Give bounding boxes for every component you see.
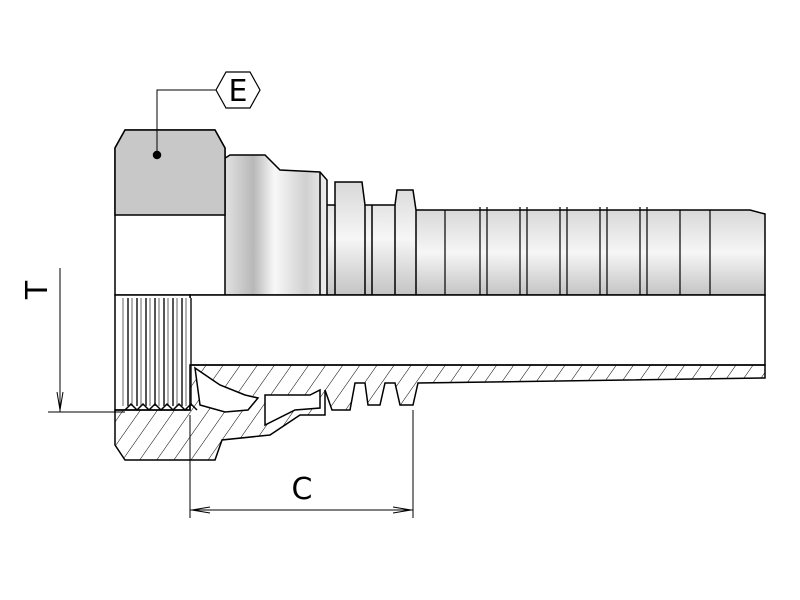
collars: [324, 181, 417, 296]
dimension-c: C: [189, 410, 414, 518]
internal-thread: [114, 294, 198, 412]
bore: [189, 294, 766, 366]
barbed-stem: [414, 207, 766, 296]
label-e: E: [229, 74, 248, 109]
hex-nut: [114, 129, 226, 296]
dimension-t: T: [20, 268, 125, 413]
hexagon-tag: [215, 71, 261, 109]
label-t: T: [20, 280, 55, 300]
label-e-callout: E: [156, 71, 261, 155]
section-hatch: [114, 364, 766, 461]
body-neck: [221, 154, 328, 296]
label-c: C: [292, 472, 313, 507]
